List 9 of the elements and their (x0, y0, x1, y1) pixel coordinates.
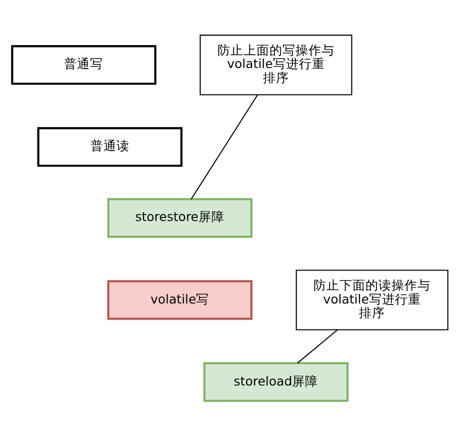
node-box: volatile写 (107, 280, 252, 320)
node-box: 防止上面的写操作与volatile写进行重排序 (200, 34, 352, 96)
connector (297, 330, 338, 364)
node-box: 普通读 (37, 127, 182, 167)
node-box: storestore屏障 (107, 198, 252, 238)
node-box: 防止下面的读操作与volatile写进行重排序 (296, 270, 448, 330)
node-box: 普通写 (11, 45, 156, 85)
connector (190, 94, 258, 200)
node-box: storeload屏障 (203, 362, 349, 402)
